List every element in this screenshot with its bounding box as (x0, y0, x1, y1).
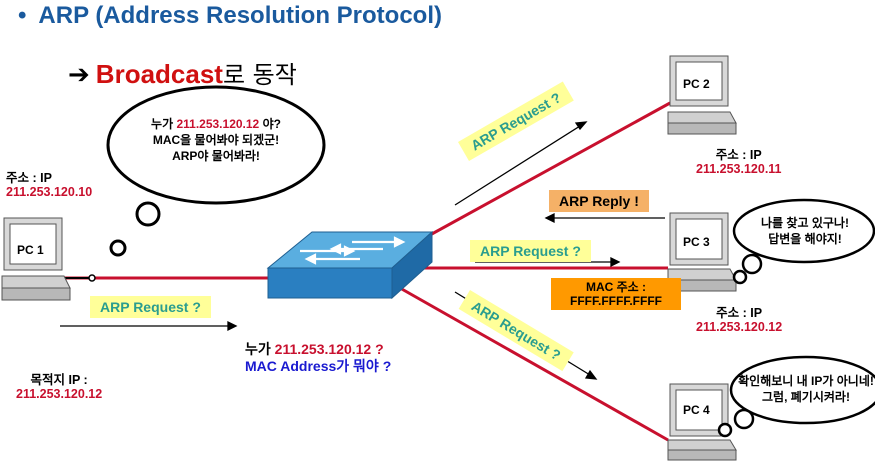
pc-icon (667, 212, 737, 292)
switch-icon (266, 230, 434, 300)
pc4-label: PC 4 (683, 403, 710, 417)
pc1-label: PC 1 (17, 243, 44, 257)
destination-label: 목적지 IP : (30, 373, 88, 387)
bullet-icon: • (18, 2, 27, 29)
ip-value: 211.253.120.10 (6, 185, 93, 199)
link-switch-pc4 (399, 286, 669, 442)
address-label: 주소 : IP (715, 148, 762, 162)
link-switch-pc2 (409, 101, 671, 248)
link-lines (40, 101, 671, 442)
subtitle-highlight: Broadcast (95, 59, 223, 89)
ip-value: 211.253.120.11 (696, 162, 782, 176)
cloud4-text: 확인해보니 내 IP가 아니네! 그럼, 폐기시켜라! (738, 374, 874, 404)
ip-value: 211.253.120.12 (696, 320, 783, 334)
address-label: 주소 : IP (6, 171, 52, 185)
cloud1-text: 누가 211.253.120.12 야? MAC을 물어봐야 되겠군! ARP야… (151, 117, 281, 163)
cloud3-text: 나를 찾고 있구나! 답변을 해야지! (761, 216, 849, 246)
pc-icon (667, 383, 737, 461)
pc2-label: PC 2 (683, 77, 710, 91)
pc2-address: 주소 : IP 211.253.120.11 (696, 148, 782, 176)
pc1-address: 주소 : IP 211.253.120.10 (6, 171, 92, 199)
page-title: • ARP (Address Resolution Protocol) (18, 2, 442, 30)
pc3-label: PC 3 (683, 235, 710, 249)
link-port (88, 274, 96, 282)
arp-request-label: ARP Request ? (470, 240, 591, 262)
pc3-address: 주소 : IP 211.253.120.12 (696, 306, 782, 334)
pc-icon (1, 217, 71, 301)
pc-icon (667, 55, 737, 135)
address-label: 주소 : IP (716, 306, 763, 320)
arp-reply-label: ARP Reply ! (549, 190, 649, 212)
destination-ip: 211.253.120.12 (16, 387, 103, 401)
arrow-right-icon: ➔ (68, 59, 90, 89)
title-text: ARP (Address Resolution Protocol) (38, 2, 442, 29)
arp-question: 누가 211.253.120.12 ? MAC Address가 뭐야 ? (245, 341, 392, 374)
destination-address: 목적지 IP : 211.253.120.12 (16, 373, 102, 401)
thought-cloud-icon (106, 85, 326, 257)
mac-address-box: MAC 주소 : FFFF.FFFF.FFFF (551, 278, 681, 310)
subtitle: ➔Broadcast로 동작 (68, 55, 297, 90)
thought-cloud-icon (717, 355, 875, 438)
arp-request-label: ARP Request ? (90, 296, 211, 318)
subtitle-rest: 로 동작 (222, 61, 297, 89)
thought-cloud-icon (732, 198, 875, 285)
